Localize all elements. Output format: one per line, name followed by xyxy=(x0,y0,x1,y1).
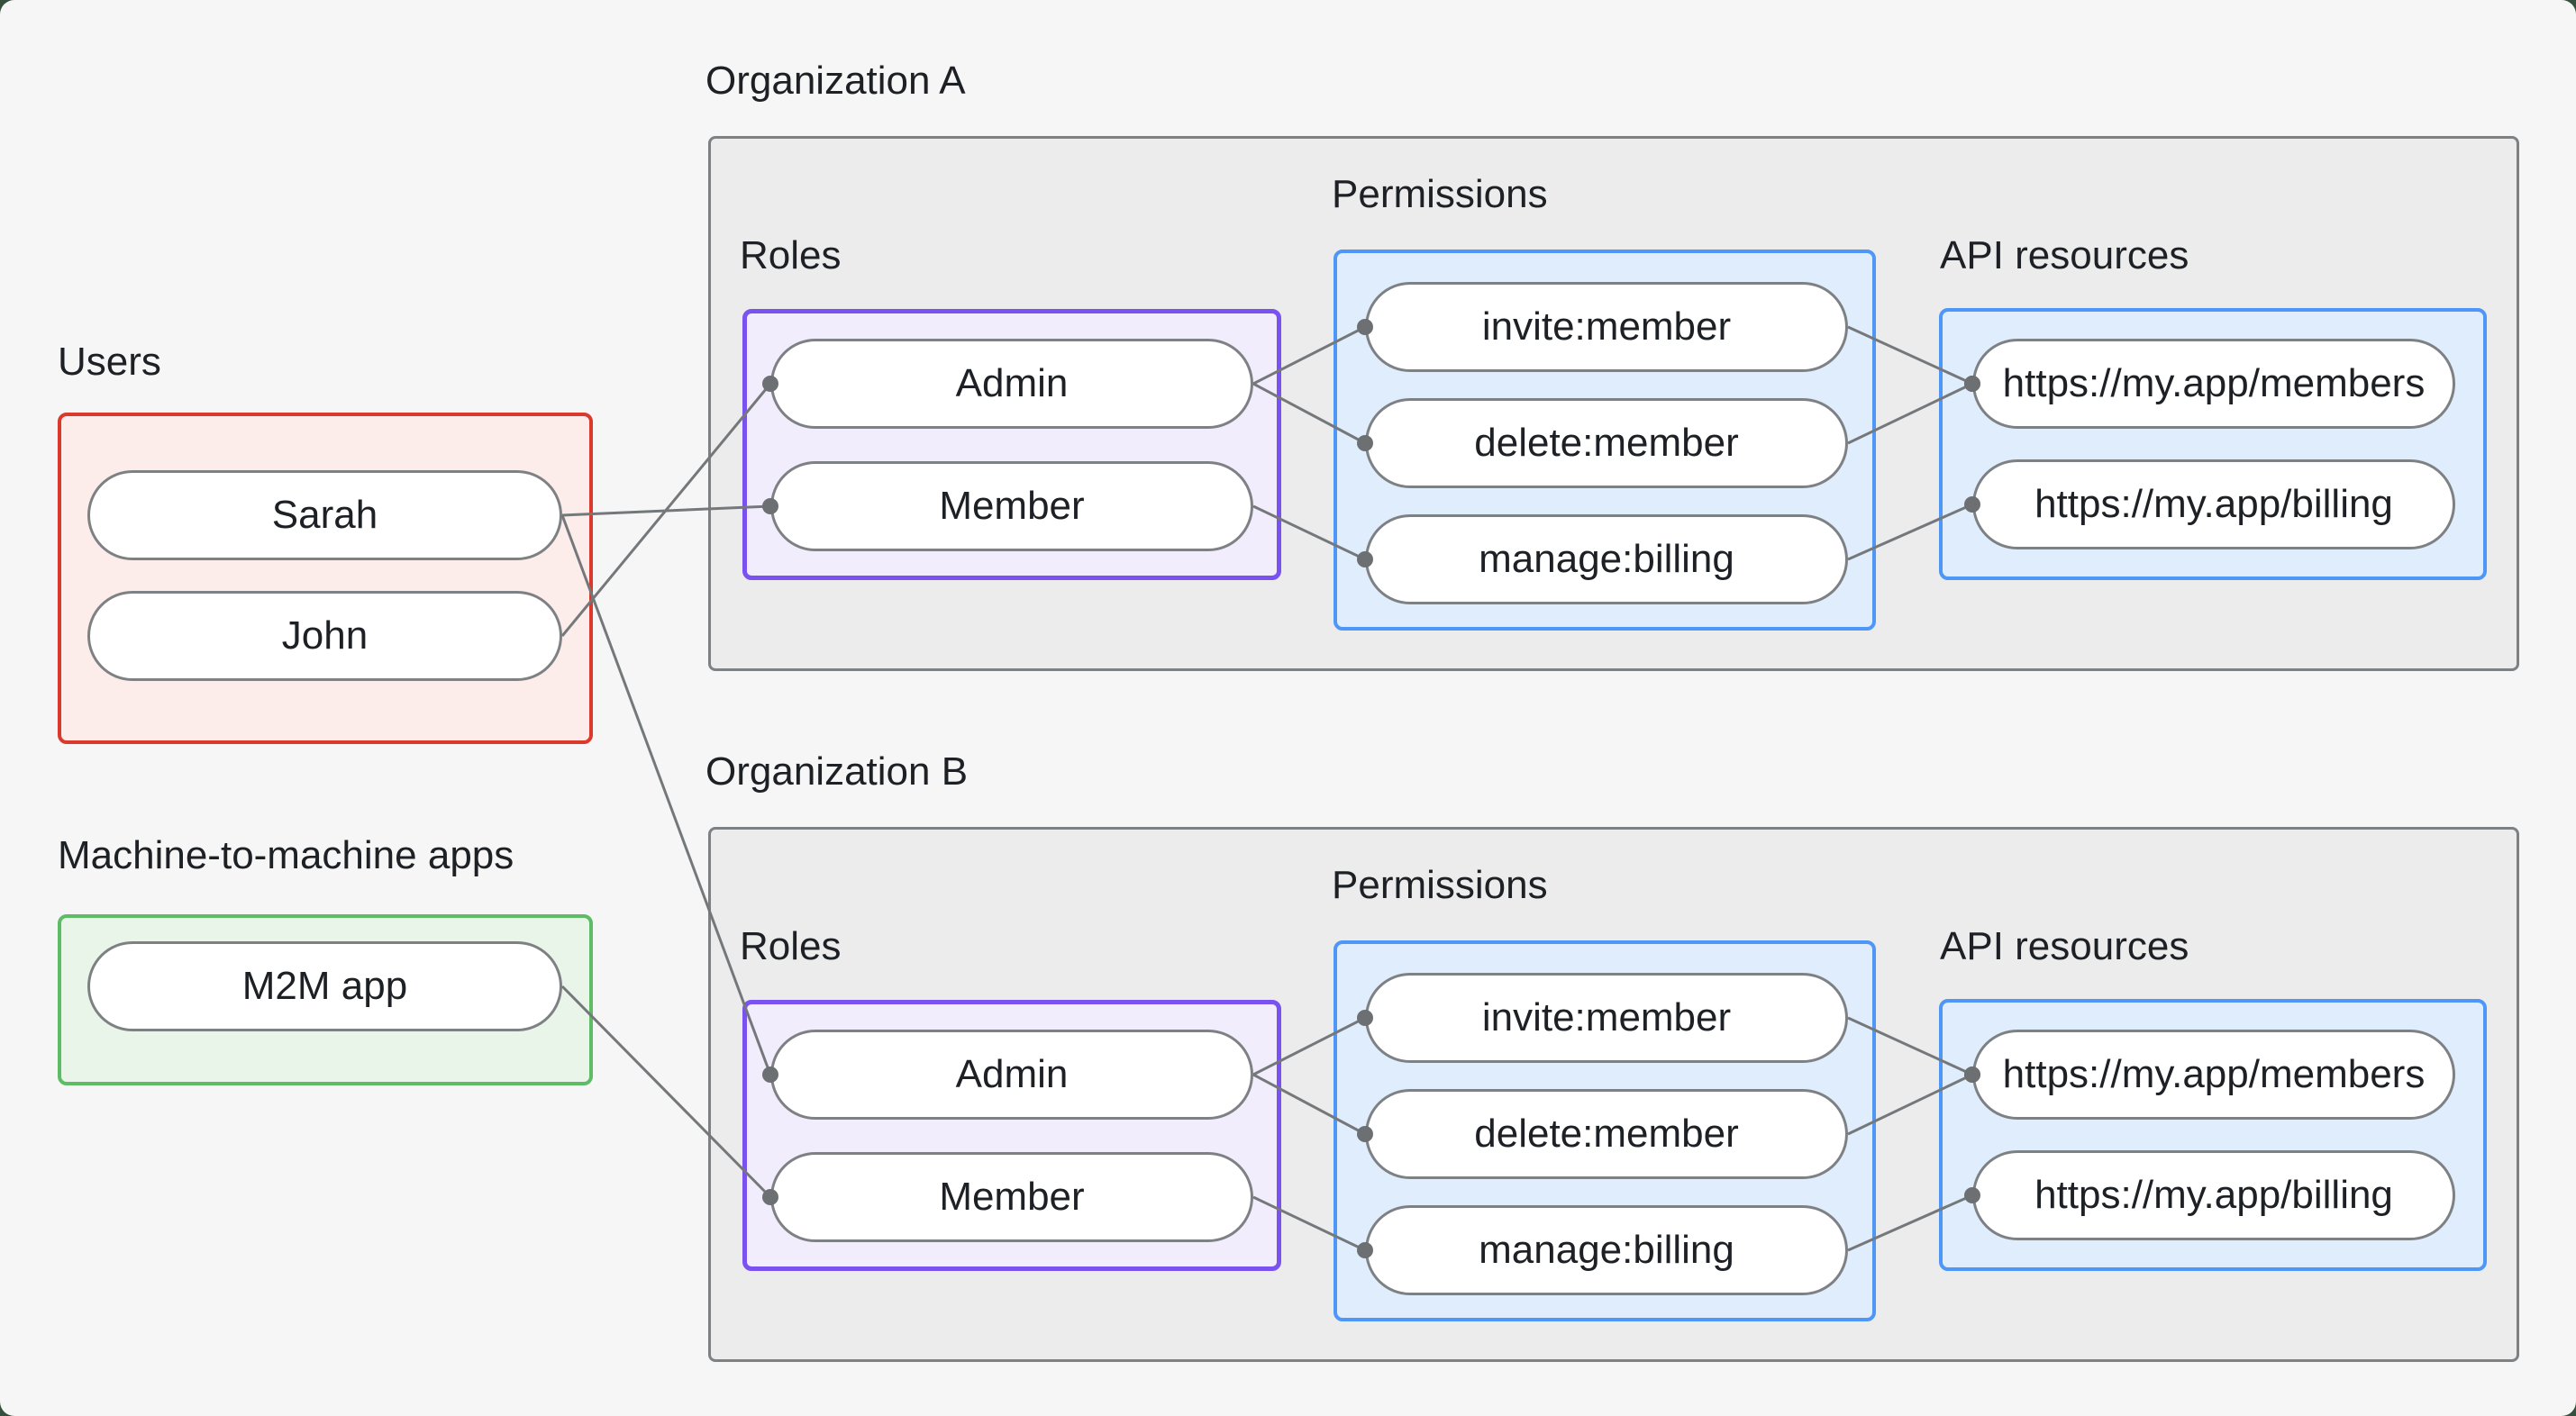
user-node-sarah: Sarah xyxy=(87,470,562,560)
org-b-permission-delete-member-node: delete:member xyxy=(1365,1089,1848,1179)
org-a-api-members-url-node: https://my.app/members xyxy=(1972,339,2455,429)
org-b-role-member-node: Member xyxy=(770,1152,1253,1242)
org-b-api-members-url-node: https://my.app/members xyxy=(1972,1030,2455,1120)
org-a-permission-invite-member-node: invite:member xyxy=(1365,282,1848,372)
org-b-permission-invite-member-node: invite:member xyxy=(1365,973,1848,1063)
org-b-permissions-label: Permissions xyxy=(1332,863,1548,907)
org-b-role-admin-node: Admin xyxy=(770,1030,1253,1120)
org-a-api-billing-url-node: https://my.app/billing xyxy=(1972,459,2455,549)
org-b-api-resources-label: API resources xyxy=(1940,924,2189,968)
org-a-roles-label: Roles xyxy=(740,233,842,277)
org-a-permissions-label: Permissions xyxy=(1332,172,1548,216)
users-group-label: Users xyxy=(58,340,161,384)
organization-b-label: Organization B xyxy=(705,749,969,794)
org-b-permission-manage-billing-node: manage:billing xyxy=(1365,1205,1848,1295)
organization-a-label: Organization A xyxy=(705,59,966,103)
m2m-apps-group-label: Machine-to-machine apps xyxy=(58,833,514,877)
user-node-john: John xyxy=(87,591,562,681)
org-a-api-resources-label: API resources xyxy=(1940,233,2189,277)
org-b-api-billing-url-node: https://my.app/billing xyxy=(1972,1150,2455,1240)
m2m-app-node: M2M app xyxy=(87,941,562,1031)
org-a-role-member-node: Member xyxy=(770,461,1253,551)
org-a-role-admin-node: Admin xyxy=(770,339,1253,429)
org-b-roles-label: Roles xyxy=(740,924,842,968)
org-a-permission-manage-billing-node: manage:billing xyxy=(1365,514,1848,604)
org-a-permission-delete-member-node: delete:member xyxy=(1365,398,1848,488)
users-group-box xyxy=(58,413,593,744)
